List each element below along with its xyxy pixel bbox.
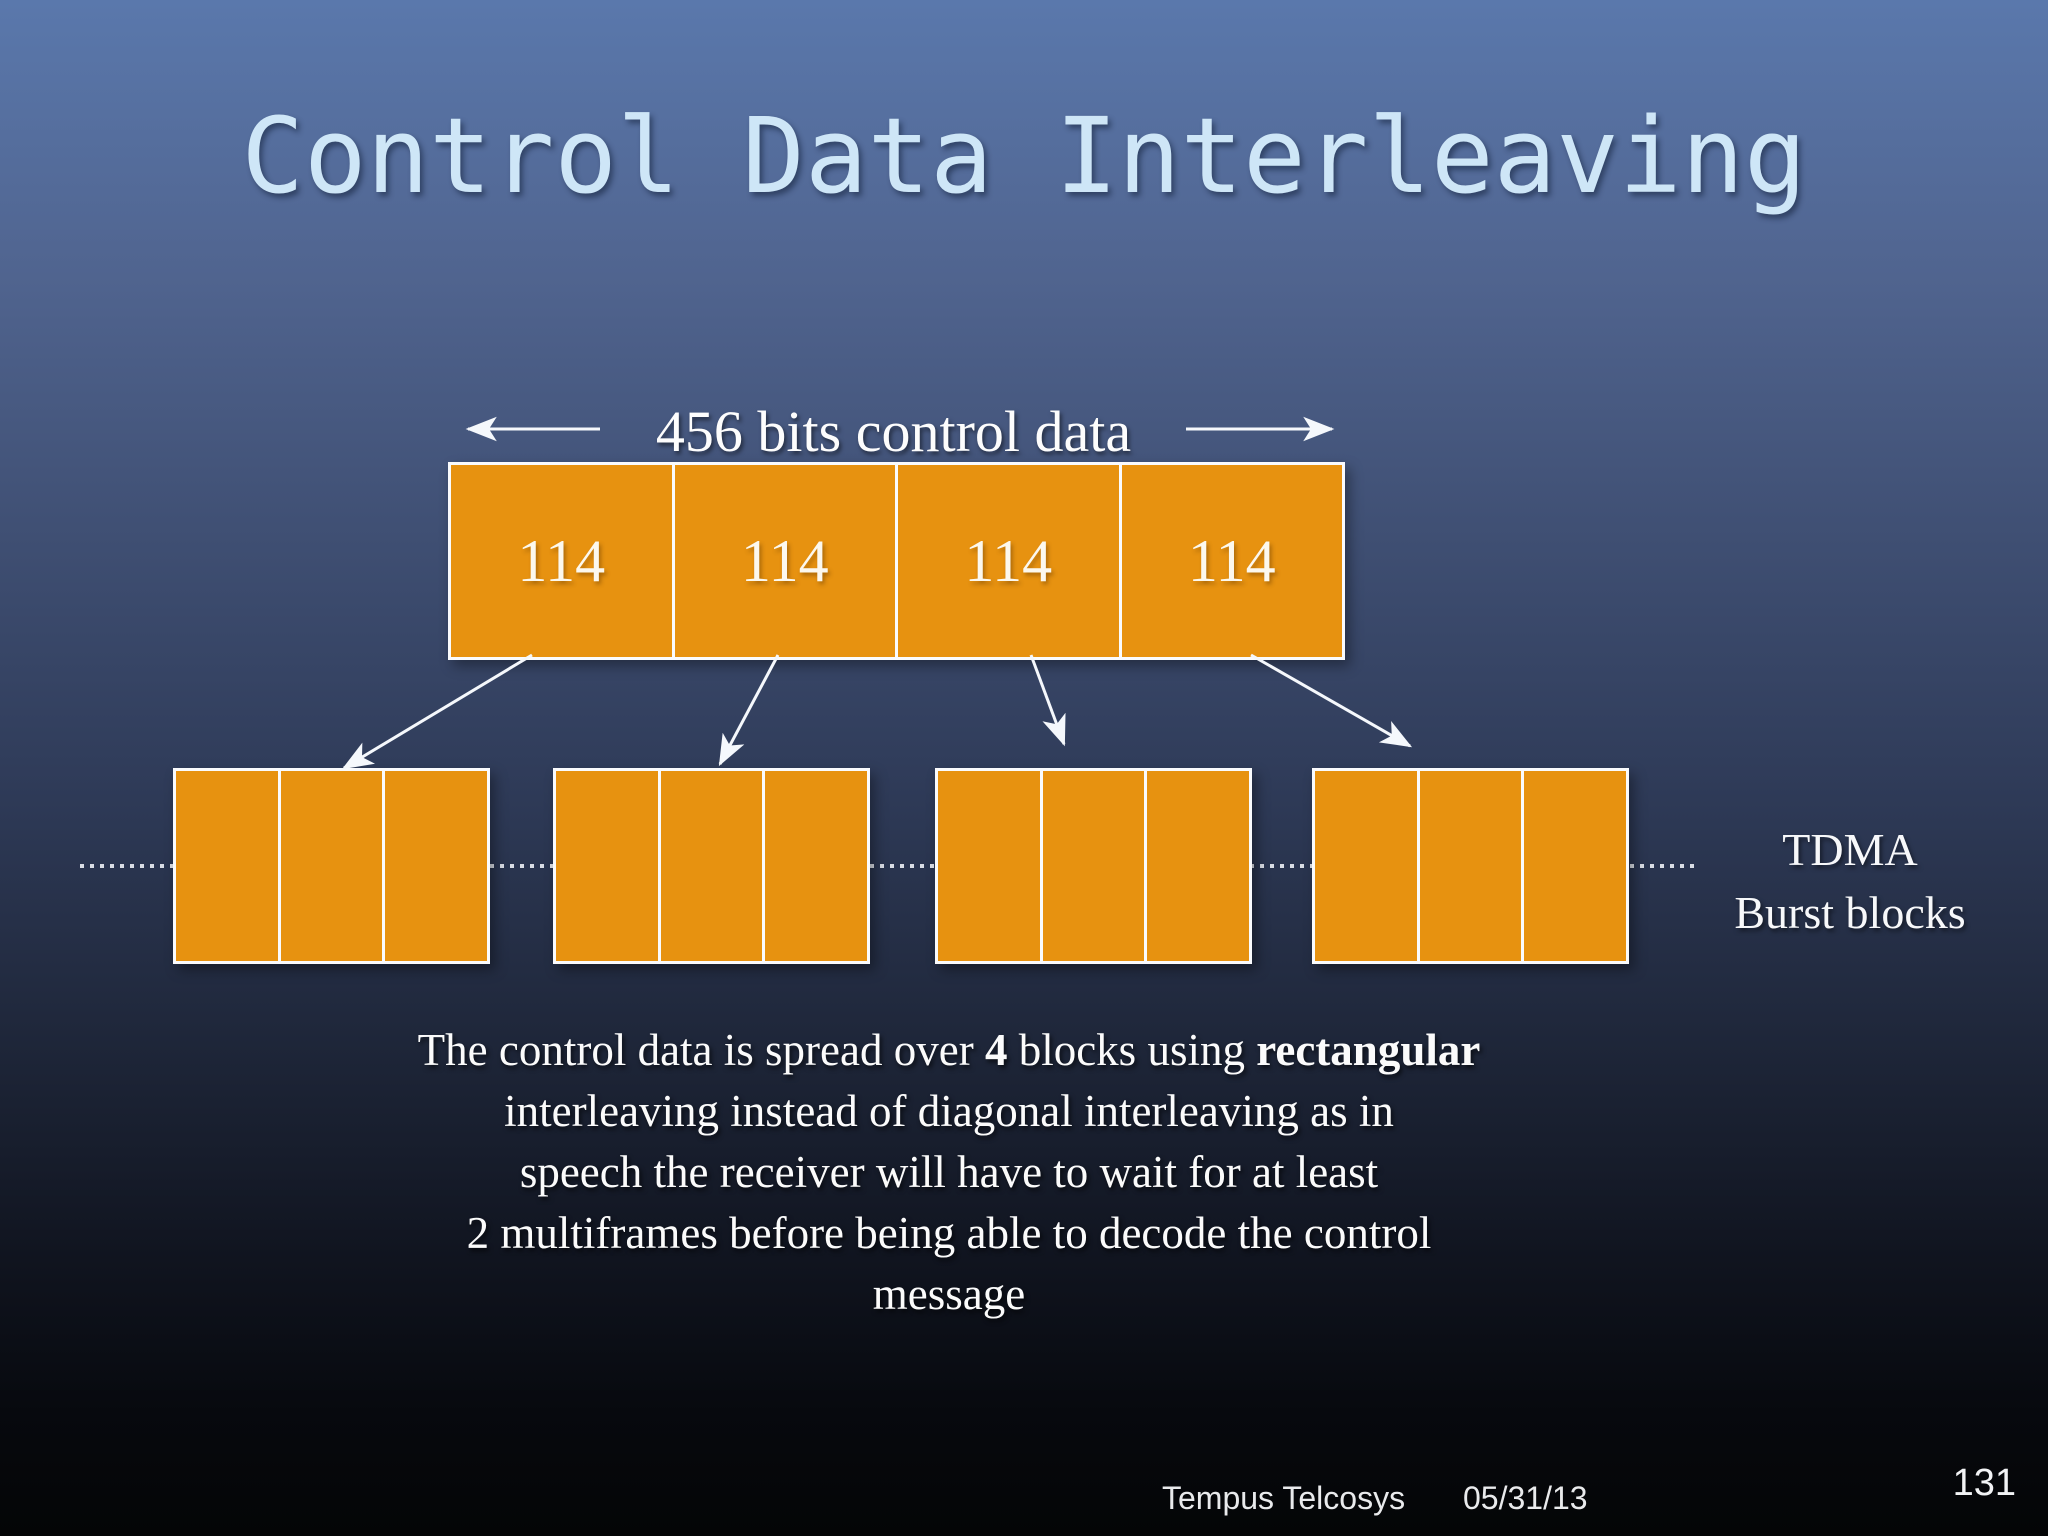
burst-block-cell xyxy=(1420,771,1525,961)
spread-arrow-4-icon xyxy=(1250,653,1413,748)
control-data-cell: 114 xyxy=(1122,465,1343,657)
body-text-segment: blocks using xyxy=(1007,1025,1257,1075)
cell-value: 114 xyxy=(964,527,1053,594)
footer-page-number: 131 xyxy=(1952,1462,2016,1504)
spread-arrow-3-icon xyxy=(1029,654,1066,747)
burst-block-cell xyxy=(661,771,766,961)
control-data-block: 114 114 114 114 xyxy=(448,462,1345,660)
burst-block-3 xyxy=(935,768,1252,964)
control-data-cell: 114 xyxy=(898,465,1122,657)
burst-block-cell xyxy=(385,771,487,961)
body-line-3: speech the receiver will have to wait fo… xyxy=(519,1147,1379,1197)
footer-date: 05/31/13 xyxy=(1463,1480,1588,1516)
burst-block-cell xyxy=(938,771,1043,961)
burst-block-4 xyxy=(1312,768,1629,964)
control-data-cell: 114 xyxy=(675,465,898,657)
tdma-burst-label: TDMA Burst blocks xyxy=(1680,818,2020,944)
burst-block-1 xyxy=(173,768,490,964)
body-paragraph: The control data is spread over 4 blocks… xyxy=(244,1020,1654,1325)
burst-block-cell xyxy=(176,771,281,961)
burst-block-2 xyxy=(553,768,870,964)
burst-block-cell xyxy=(765,771,867,961)
burst-block-cell xyxy=(1147,771,1249,961)
footer-company: Tempus Telcosys xyxy=(1162,1480,1406,1516)
cell-value: 114 xyxy=(740,527,829,594)
burst-block-cell xyxy=(1315,771,1420,961)
span-label: 456 bits control data xyxy=(448,398,1339,465)
body-text-bold: 4 xyxy=(984,1025,1008,1075)
burst-block-cell xyxy=(281,771,386,961)
spread-arrow-2-icon xyxy=(718,654,780,767)
burst-block-cell xyxy=(1524,771,1626,961)
body-line-2: interleaving instead of diagonal interle… xyxy=(504,1086,1394,1136)
slide-title: Control Data Interleaving xyxy=(241,95,1807,217)
cell-value: 114 xyxy=(1187,527,1276,594)
body-line-5: message xyxy=(872,1269,1026,1319)
tdma-burst-label-line2: Burst blocks xyxy=(1734,887,1966,938)
body-line-4: 2 multiframes before being able to decod… xyxy=(466,1208,1432,1258)
spread-arrow-1-icon xyxy=(341,653,533,770)
cell-value: 114 xyxy=(517,527,606,594)
burst-block-cell xyxy=(1043,771,1148,961)
span-label-text: 456 bits control data xyxy=(655,399,1132,464)
body-line-1: The control data is spread over 4 blocks… xyxy=(244,1020,1654,1081)
control-data-cell: 114 xyxy=(451,465,675,657)
burst-block-cell xyxy=(556,771,661,961)
tdma-burst-label-line1: TDMA xyxy=(1782,824,1918,875)
body-text-bold: rectangular xyxy=(1256,1025,1481,1075)
body-text-segment: The control data is spread over xyxy=(417,1025,985,1075)
